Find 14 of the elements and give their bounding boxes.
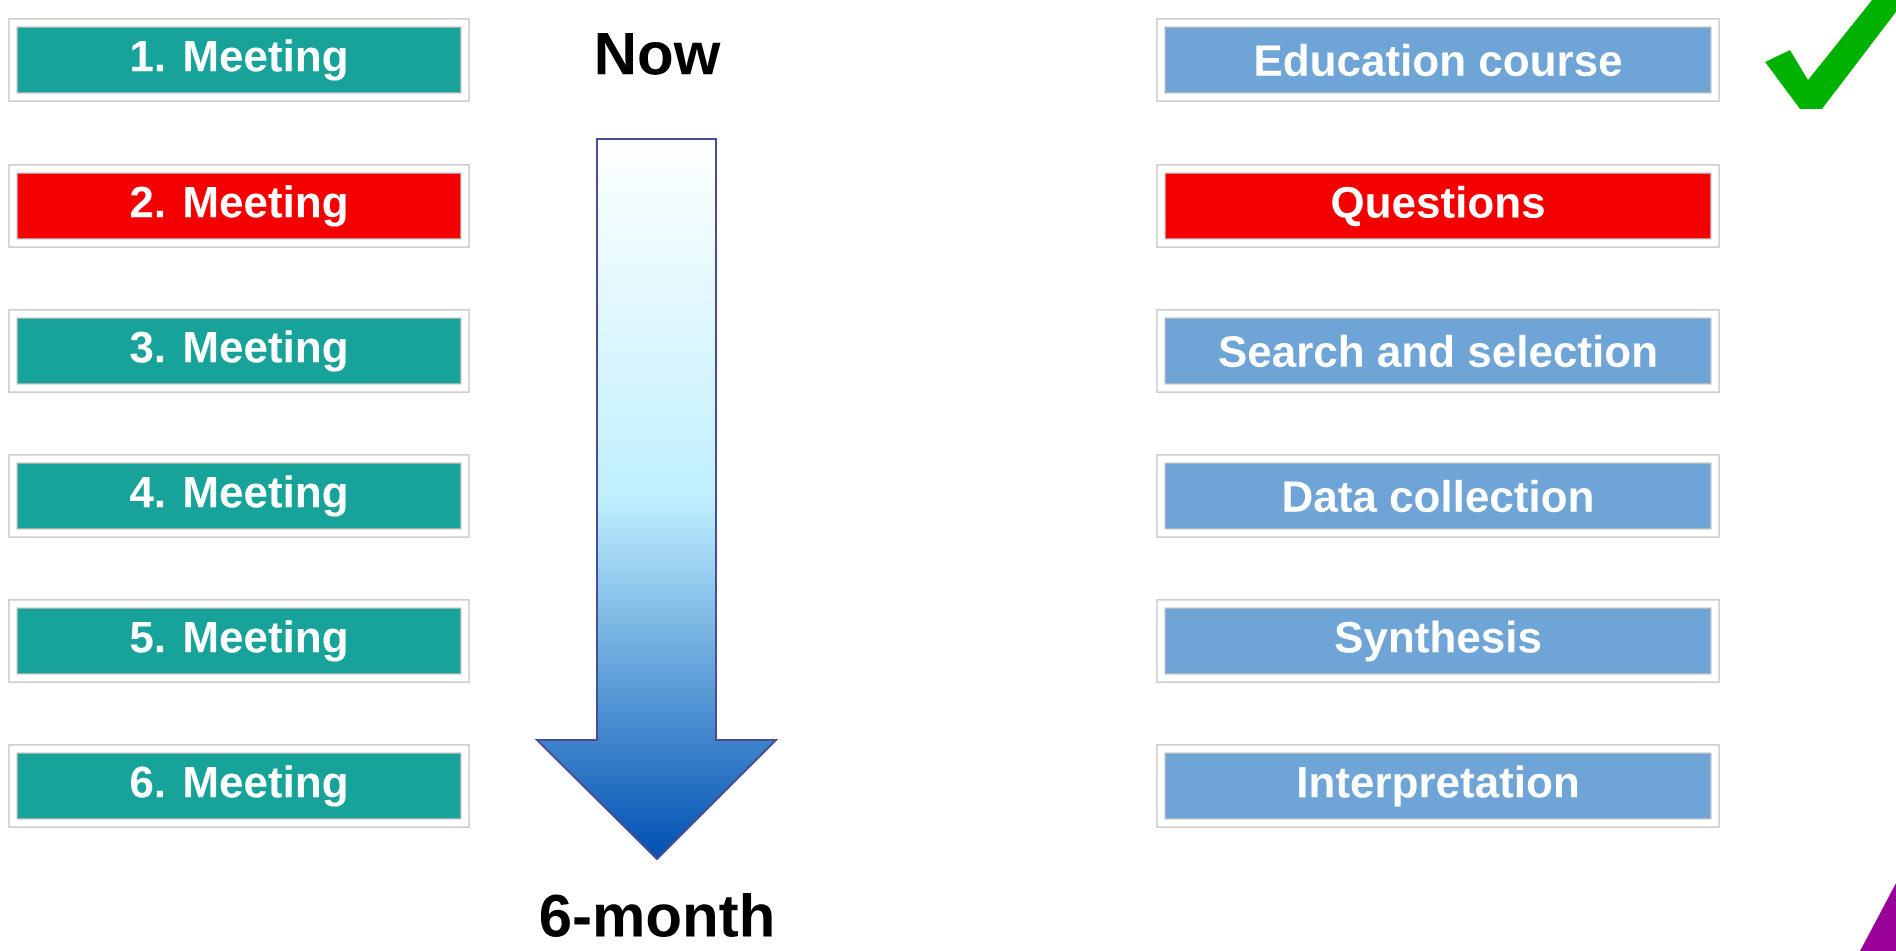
step-box: Interpretation (1156, 744, 1720, 828)
timeline-label: 6-month (540, 892, 772, 938)
step-box: Questions (1156, 164, 1720, 248)
step-box: 2. Meeting (8, 164, 470, 248)
step-box: Search and selection (1156, 309, 1720, 393)
step-box: Data collection (1156, 454, 1720, 538)
step-box: 6. Meeting (8, 744, 470, 828)
step-box: 1. Meeting (8, 18, 470, 102)
step-box: 4. Meeting (8, 454, 470, 538)
step-box: Synthesis (1156, 599, 1720, 683)
step-box: 3. Meeting (8, 309, 470, 393)
timeline-label: Now (597, 33, 721, 75)
step-box: 5. Meeting (8, 599, 470, 683)
step-box: Education course (1156, 18, 1720, 102)
